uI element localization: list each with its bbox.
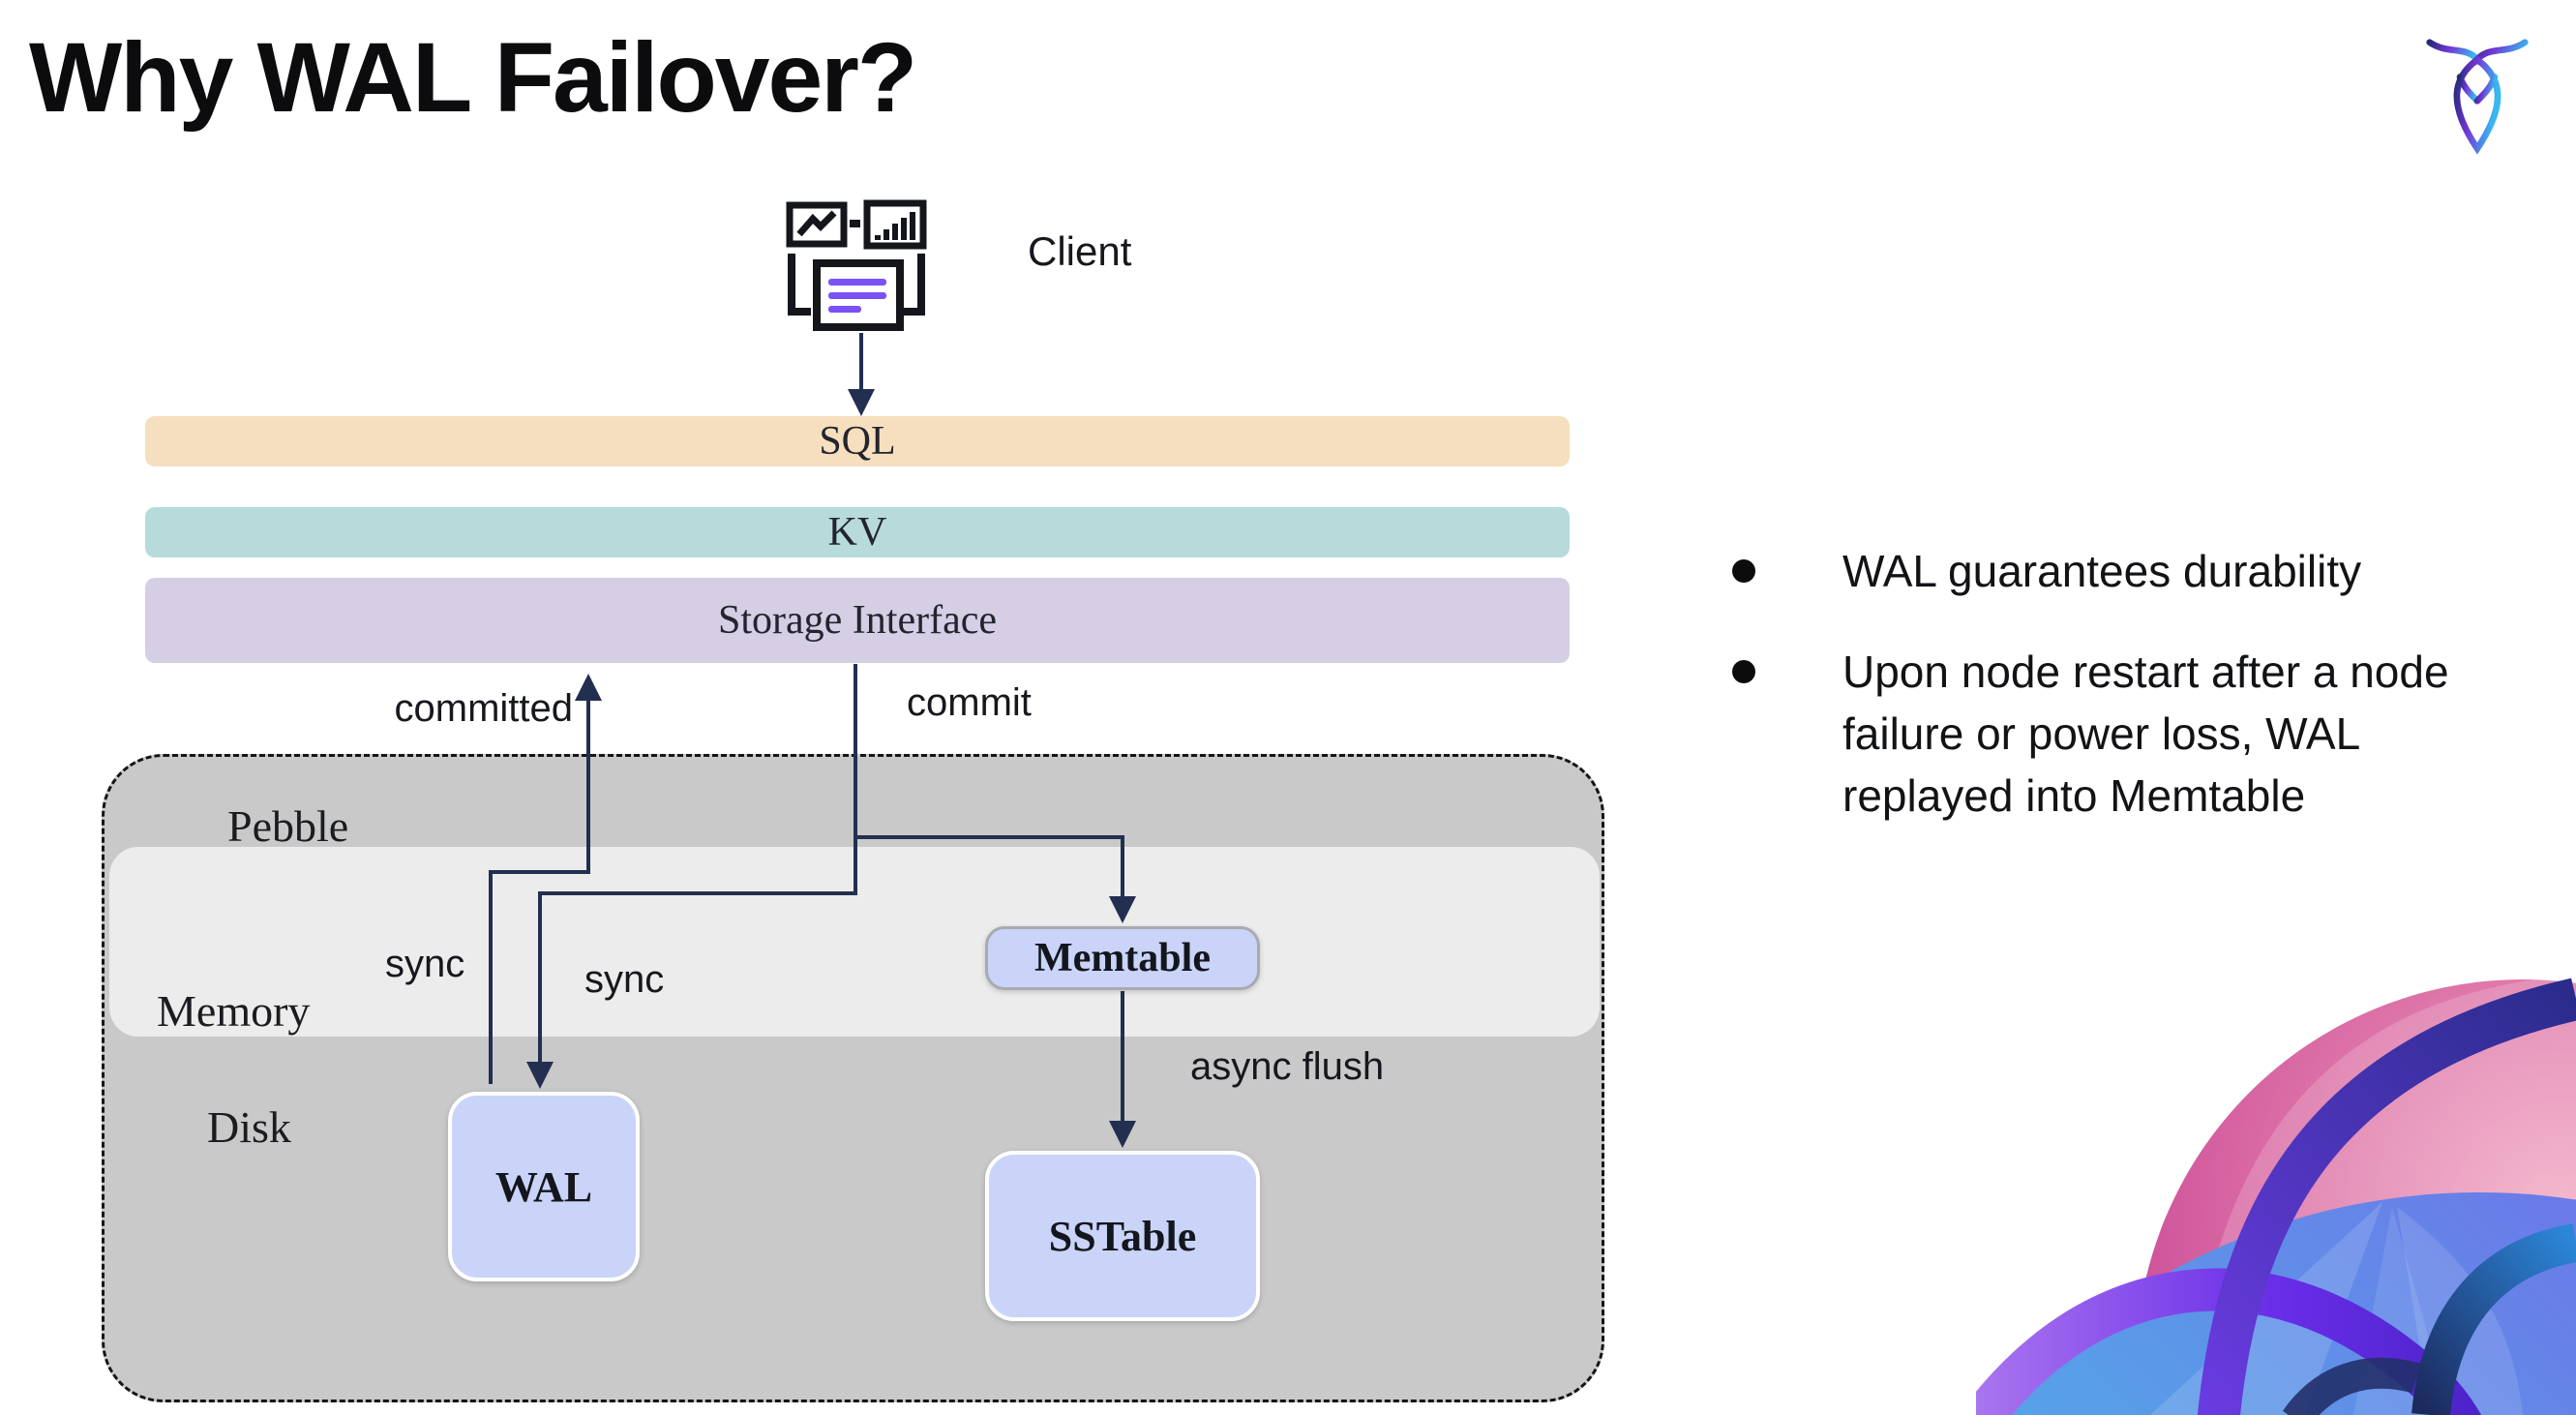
bullet-text: Upon node restart after a node failure o… xyxy=(1842,647,2449,821)
memtable-node-label: Memtable xyxy=(1034,936,1211,980)
edge-label-committed: committed xyxy=(394,687,574,730)
client-devices-icon xyxy=(786,199,927,331)
layer-bar-sql-label: SQL xyxy=(819,419,896,464)
edge-label-commit: commit xyxy=(907,681,1032,724)
sstable-node: SSTable xyxy=(985,1151,1260,1321)
bullet-dot xyxy=(1732,660,1755,683)
bullet-dot xyxy=(1732,559,1755,583)
layer-bar-kv-label: KV xyxy=(827,510,887,555)
cockroach-logo-icon xyxy=(2426,39,2529,155)
wal-node: WAL xyxy=(448,1092,640,1281)
pebble-label: Pebble xyxy=(227,801,349,851)
wal-node-label: WAL xyxy=(494,1162,593,1211)
layer-bar-storage-label: Storage Interface xyxy=(718,598,997,643)
decorative-corner-art xyxy=(1976,975,2576,1415)
bullet-item: Upon node restart after a node failure o… xyxy=(1732,641,2468,827)
bullet-list: WAL guarantees durability Upon node rest… xyxy=(1732,540,2468,827)
layer-bar-kv: KV xyxy=(145,507,1570,557)
memory-zone-band xyxy=(109,847,1600,1037)
memtable-node: Memtable xyxy=(985,926,1260,990)
edge-label-sync-left: sync xyxy=(385,943,465,985)
bullet-item: WAL guarantees durability xyxy=(1732,540,2468,602)
memory-zone-label: Memory xyxy=(157,986,311,1036)
edge-label-async-flush: async flush xyxy=(1190,1045,1385,1088)
bullet-text: WAL guarantees durability xyxy=(1842,546,2362,596)
slide-title: Why WAL Failover? xyxy=(29,22,917,133)
layer-bar-sql: SQL xyxy=(145,416,1570,467)
client-label: Client xyxy=(1028,228,1132,274)
edge-label-sync-right: sync xyxy=(584,958,665,1001)
layer-bar-storage-interface: Storage Interface xyxy=(145,578,1570,663)
disk-zone-label: Disk xyxy=(207,1102,291,1152)
sstable-node-label: SSTable xyxy=(1048,1212,1197,1260)
